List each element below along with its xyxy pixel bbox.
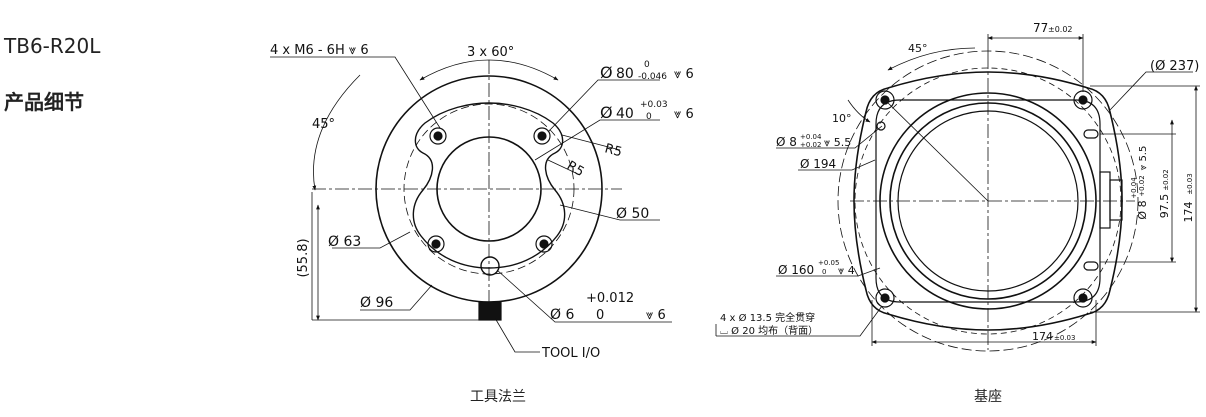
base-pin-right-top bbox=[1083, 129, 1099, 139]
base-d194-circle bbox=[854, 67, 1122, 335]
dim-d8b-tol-up: +0.04 bbox=[1130, 177, 1138, 199]
dim-w174: 174 bbox=[1032, 330, 1053, 343]
dim-h558: (55.8) bbox=[296, 238, 311, 277]
dim-d96: Ø 96 bbox=[360, 295, 393, 311]
model-title: TB6-R20L bbox=[4, 34, 101, 58]
base-connector-inner bbox=[1109, 179, 1123, 221]
dim-d6-zero: 0 bbox=[596, 308, 604, 323]
dim-d40-sym: Ø bbox=[600, 103, 613, 122]
dim-d40-tol-dn: 0 bbox=[646, 112, 652, 122]
dim-w174-tol: ±0.03 bbox=[1054, 334, 1075, 342]
caption-base: 基座 bbox=[974, 389, 1002, 405]
section-title: 产品细节 bbox=[4, 90, 84, 114]
dim-d8b: Ø 8 bbox=[1136, 200, 1149, 219]
dim-d50: Ø 50 bbox=[616, 206, 649, 222]
flange-ring-outline bbox=[412, 102, 566, 269]
dim-w77-tol: ±0.02 bbox=[1048, 25, 1073, 34]
dim-d160: Ø 160 bbox=[778, 263, 814, 277]
dim-d63: Ø 63 bbox=[328, 234, 361, 250]
dim-h174-tol: ±0.03 bbox=[1186, 173, 1194, 194]
base-circle-1 bbox=[879, 92, 1097, 310]
caption-tool-flange: 工具法兰 bbox=[470, 389, 526, 405]
dim-d194: Ø 194 bbox=[800, 157, 836, 171]
dim-base-angle-10: 10° bbox=[832, 112, 852, 125]
flange-pin-hole bbox=[480, 256, 500, 276]
base-circle-3 bbox=[897, 110, 1079, 292]
dim-d40-depth: ⩔ 6 bbox=[674, 107, 694, 122]
flange-bore-circle bbox=[436, 136, 542, 242]
dim-holes: 4 x M6 - 6H ⩔ 6 bbox=[270, 43, 369, 58]
base-circle-2 bbox=[889, 102, 1087, 300]
dim-d160-tol-up: +0.05 bbox=[818, 259, 839, 267]
dim-d80-sym: Ø bbox=[600, 63, 613, 82]
dim-r5-b: R5 bbox=[564, 158, 586, 180]
dim-d160-depth: ⩔ 4 bbox=[838, 264, 855, 277]
label-tool-io: TOOL I/O bbox=[541, 346, 600, 361]
base-pin-right-bot bbox=[1083, 261, 1099, 271]
dim-d8a: Ø 8 bbox=[776, 135, 797, 149]
dim-d6-depth: ⩔ 6 bbox=[646, 308, 666, 323]
dim-d237: (Ø 237) bbox=[1150, 59, 1199, 74]
base-drawing bbox=[715, 34, 1200, 352]
dim-d8b-tol-dn: +0.02 bbox=[1138, 175, 1146, 196]
dim-r5-a: R5 bbox=[603, 141, 624, 160]
flange-hole-tr bbox=[533, 127, 551, 145]
base-hole-br bbox=[1073, 288, 1093, 308]
flange-hole-br bbox=[535, 235, 553, 253]
dim-h174: 174 bbox=[1182, 202, 1195, 223]
dim-d80: 80 bbox=[616, 66, 634, 82]
tool-flange-drawing bbox=[270, 56, 672, 353]
dim-d6: Ø 6 bbox=[550, 307, 574, 323]
dim-d160-tol-dn: 0 bbox=[822, 268, 826, 276]
dim-d80-depth: ⩔ 6 bbox=[674, 67, 694, 82]
dim-mount-line2: ⌴ Ø 20 均布（背面） bbox=[720, 324, 818, 337]
dim-mount-line1: 4 x Ø 13.5 完全贯穿 bbox=[720, 311, 815, 324]
dim-d8b-depth: ⩔ 5.5 bbox=[1138, 146, 1149, 171]
dim-d40-tol-up: +0.03 bbox=[640, 100, 668, 110]
dim-base-angle-45: 45° bbox=[908, 42, 928, 55]
dim-d80-tol-dn: -0.046 bbox=[638, 72, 667, 82]
base-inner-square bbox=[875, 99, 1101, 303]
dim-d80-tol-up: 0 bbox=[644, 60, 650, 70]
tool-io-connector bbox=[478, 301, 502, 321]
dim-w77: 77 bbox=[1033, 21, 1048, 35]
base-hole-bl bbox=[875, 288, 895, 308]
base-hole-tl bbox=[875, 90, 895, 110]
dim-angle-45: 45° bbox=[312, 117, 335, 132]
dim-d8a-tol-up: +0.04 bbox=[800, 133, 822, 141]
base-connector-outer bbox=[1099, 171, 1111, 229]
flange-hole-tl bbox=[429, 127, 447, 145]
dim-d8a-depth: ⩔ 5.5 bbox=[824, 136, 851, 149]
dim-h975: 97.5 bbox=[1158, 194, 1171, 219]
dim-angle-3x60: 3 x 60° bbox=[467, 45, 514, 60]
base-outline bbox=[853, 71, 1123, 331]
dim-h975-tol: ±0.02 bbox=[1162, 169, 1170, 190]
dim-d6-tol: +0.012 bbox=[586, 291, 634, 306]
dim-d8a-tol-dn: +0.02 bbox=[800, 141, 821, 149]
flange-pcd-circle bbox=[403, 103, 575, 275]
flange-hole-bl bbox=[427, 235, 445, 253]
dim-d40: 40 bbox=[616, 106, 634, 122]
base-pin-left bbox=[876, 121, 886, 131]
